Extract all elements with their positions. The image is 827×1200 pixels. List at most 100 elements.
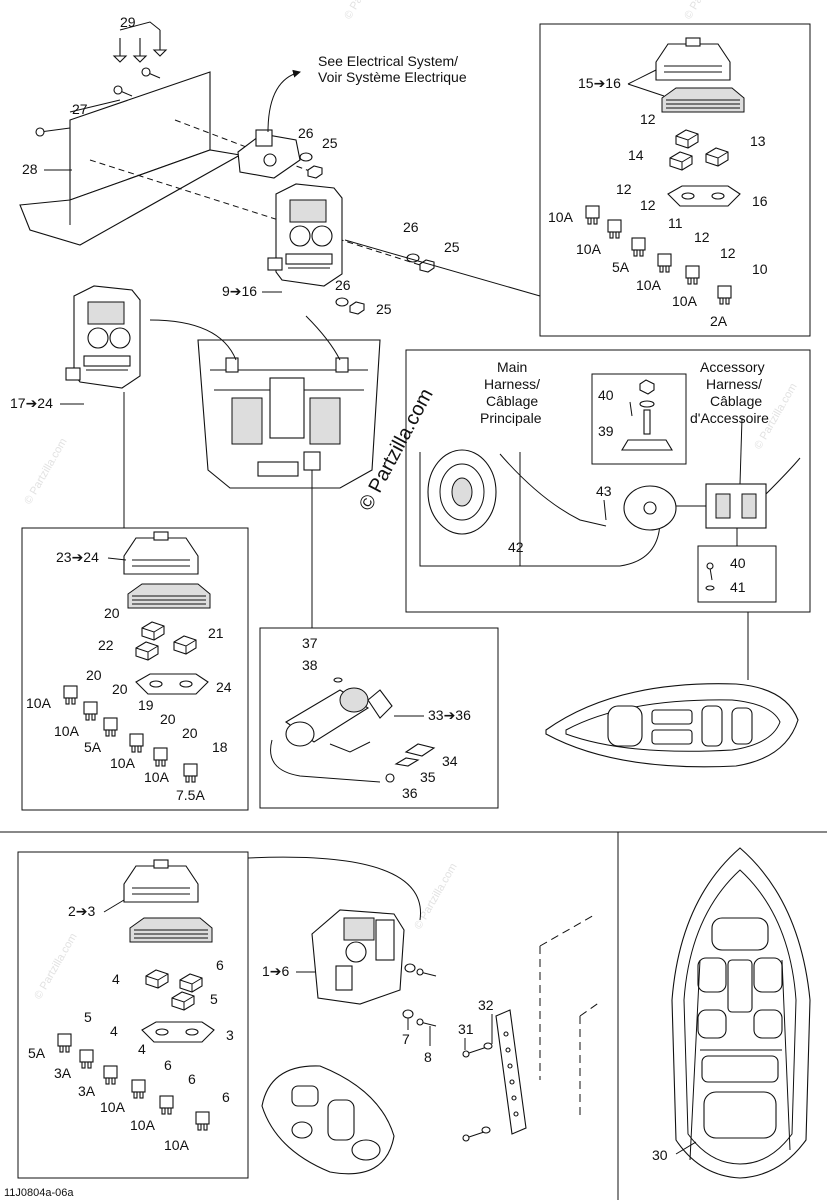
label-35: 35 xyxy=(420,769,436,785)
label-8: 8 xyxy=(424,1049,432,1065)
terminal-strip xyxy=(462,1009,527,1142)
label-33-36: 33➔36 xyxy=(428,707,471,723)
label-34: 34 xyxy=(442,753,458,769)
main-harness-3: Câblage xyxy=(486,393,538,409)
accessory-harness-3: Câblage xyxy=(710,393,762,409)
fuse-cover xyxy=(655,37,731,81)
starter-motor xyxy=(427,449,497,535)
main-harness-2: Harness/ xyxy=(484,376,540,392)
figure-code: 11J0804a-06a xyxy=(4,1187,74,1199)
fuse-2a xyxy=(717,285,732,305)
label-1-6: 1➔6 xyxy=(262,963,290,979)
label-16: 16 xyxy=(752,193,768,209)
label-10a: 10A xyxy=(164,1137,190,1153)
label-21: 21 xyxy=(208,625,224,641)
fuse-base xyxy=(127,583,211,609)
label-10a: 10A xyxy=(54,723,80,739)
relay-5 xyxy=(171,991,195,1011)
label-40: 40 xyxy=(730,555,746,571)
fuse-kit-box-18-24 xyxy=(21,527,249,811)
fuse-10a xyxy=(685,265,700,285)
fuse-block-17-24 xyxy=(73,285,141,389)
label-10a: 10A xyxy=(576,241,602,257)
label-6: 6 xyxy=(216,957,224,973)
fuse-3a xyxy=(79,1049,94,1069)
relay-22 xyxy=(135,641,159,661)
label-12: 12 xyxy=(640,197,656,213)
accessory-harness-1: Accessory xyxy=(700,359,765,375)
label-4: 4 xyxy=(110,1023,118,1039)
fuse-10a xyxy=(195,1111,210,1131)
harness-box xyxy=(405,349,811,613)
label-20: 20 xyxy=(112,681,128,697)
label-13: 13 xyxy=(750,133,766,149)
fuse-10a xyxy=(83,701,98,721)
label-6: 6 xyxy=(188,1071,196,1087)
fuse-kit-box-10-16 xyxy=(539,23,811,337)
label-7: 7 xyxy=(402,1031,410,1047)
relay-4 xyxy=(145,969,169,989)
watermark: © Partzilla.com xyxy=(22,436,69,506)
label-37: 37 xyxy=(302,635,318,651)
fuse-5a xyxy=(631,237,646,257)
label-41: 41 xyxy=(730,579,746,595)
relay-13 xyxy=(705,147,729,167)
label-14: 14 xyxy=(628,147,644,163)
label-25: 25 xyxy=(322,135,338,151)
label-12: 12 xyxy=(640,111,656,127)
label-10: 10 xyxy=(752,261,768,277)
fuse-block-1-6 xyxy=(311,909,405,1005)
pump-box xyxy=(259,627,499,809)
label-10a: 10A xyxy=(636,277,662,293)
fuse-10a xyxy=(585,205,600,225)
see-electrical-system-fr: Voir Système Electrique xyxy=(318,69,467,85)
label-6: 6 xyxy=(164,1057,172,1073)
relay-14 xyxy=(669,151,693,171)
fuse-10a xyxy=(131,1079,146,1099)
label-10a: 10A xyxy=(130,1117,156,1133)
boat-small-view xyxy=(261,1065,395,1175)
mounting-plate-assembly xyxy=(19,21,421,266)
label-30: 30 xyxy=(652,1147,668,1163)
solenoid xyxy=(623,485,677,531)
label-10a: 10A xyxy=(548,209,574,225)
label-20: 20 xyxy=(160,711,176,727)
label-20: 20 xyxy=(104,605,120,621)
fuse-10a xyxy=(657,253,672,273)
label-23-24: 23➔24 xyxy=(56,549,99,565)
stud-inset xyxy=(591,373,687,465)
main-harness-4: Principale xyxy=(480,410,542,426)
screw-27-group xyxy=(35,67,161,137)
label-10a: 10A xyxy=(100,1099,126,1115)
fuse-base xyxy=(661,87,745,113)
label-28: 28 xyxy=(22,161,38,177)
label-11: 11 xyxy=(668,215,683,231)
label-2-3: 2➔3 xyxy=(68,903,96,919)
label-38: 38 xyxy=(302,657,318,673)
fuse-kit-box-2-6 xyxy=(17,851,249,1179)
label-26: 26 xyxy=(298,125,314,141)
fuse-cover xyxy=(123,859,199,903)
label-42: 42 xyxy=(508,539,524,555)
fuse-block-9-16 xyxy=(275,183,343,287)
fuse-10a xyxy=(129,733,144,753)
watermark: © Partzilla.com xyxy=(412,861,459,931)
boat-top-view xyxy=(545,683,799,768)
screw-29-group xyxy=(112,21,168,63)
nuts-washers xyxy=(299,152,435,315)
label-20: 20 xyxy=(86,667,102,683)
label-5a: 5A xyxy=(84,739,102,755)
label-39: 39 xyxy=(598,423,614,439)
terminal-block xyxy=(705,483,767,529)
watermark: © Partzilla.com xyxy=(342,0,389,22)
label-12: 12 xyxy=(694,229,710,245)
label-10a: 10A xyxy=(144,769,170,785)
label-19: 19 xyxy=(138,697,154,713)
fuse-5a xyxy=(57,1033,72,1053)
label-36: 36 xyxy=(402,785,418,801)
label-26: 26 xyxy=(335,277,351,293)
console-assembly xyxy=(197,339,381,489)
label-10a: 10A xyxy=(672,293,698,309)
label-26: 26 xyxy=(403,219,419,235)
